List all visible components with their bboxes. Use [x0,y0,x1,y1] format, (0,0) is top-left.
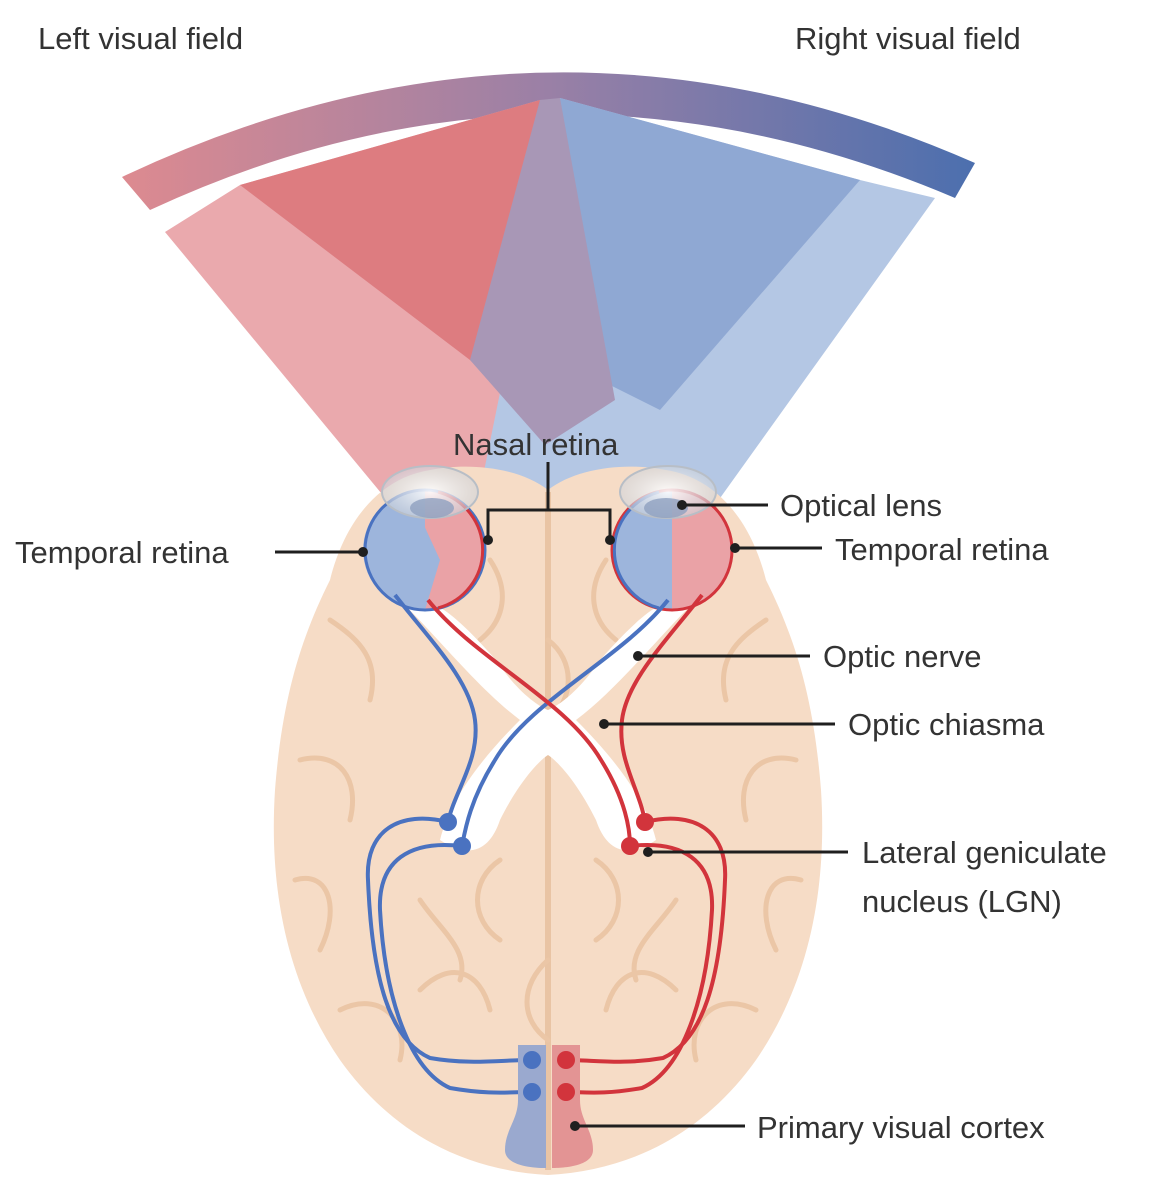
brain [273,466,823,1175]
right-eye [610,465,734,612]
blue-pathway [365,593,670,1095]
right-visual-field-label: Right visual field [795,21,1021,56]
temporal-retina-right-label: Temporal retina [835,532,1049,567]
optic-chiasm-region [400,598,696,851]
lgn-left-top [439,813,457,831]
left-eye [363,465,487,612]
optic-nerve-label: Optic nerve [823,639,982,674]
red-pathway [426,593,728,1095]
visual-field-cones [165,98,935,540]
primary-visual-cortex [505,1045,593,1168]
left-lens [381,465,479,519]
leader-lines [275,462,848,1131]
right-visual-cortex [552,1045,593,1168]
nasal-retina-label: Nasal retina [453,427,619,462]
optical-lens-label: Optical lens [780,488,942,523]
brain-folds [292,557,804,1063]
lgn-label-line2: nucleus (LGN) [862,884,1062,919]
lgn-nuclei [439,813,654,855]
optic-chiasma-label: Optic chiasma [848,707,1045,742]
lgn-left-bottom [453,837,471,855]
visual-field-arc [122,72,975,210]
temporal-retina-left-label: Temporal retina [15,535,229,570]
left-visual-field-label: Left visual field [38,21,243,56]
lgn-right-bottom [621,837,639,855]
lgn-label-line1: Lateral geniculate [862,835,1107,870]
left-visual-cortex [505,1045,546,1168]
lgn-right-top [636,813,654,831]
primary-visual-cortex-label: Primary visual cortex [757,1110,1045,1145]
